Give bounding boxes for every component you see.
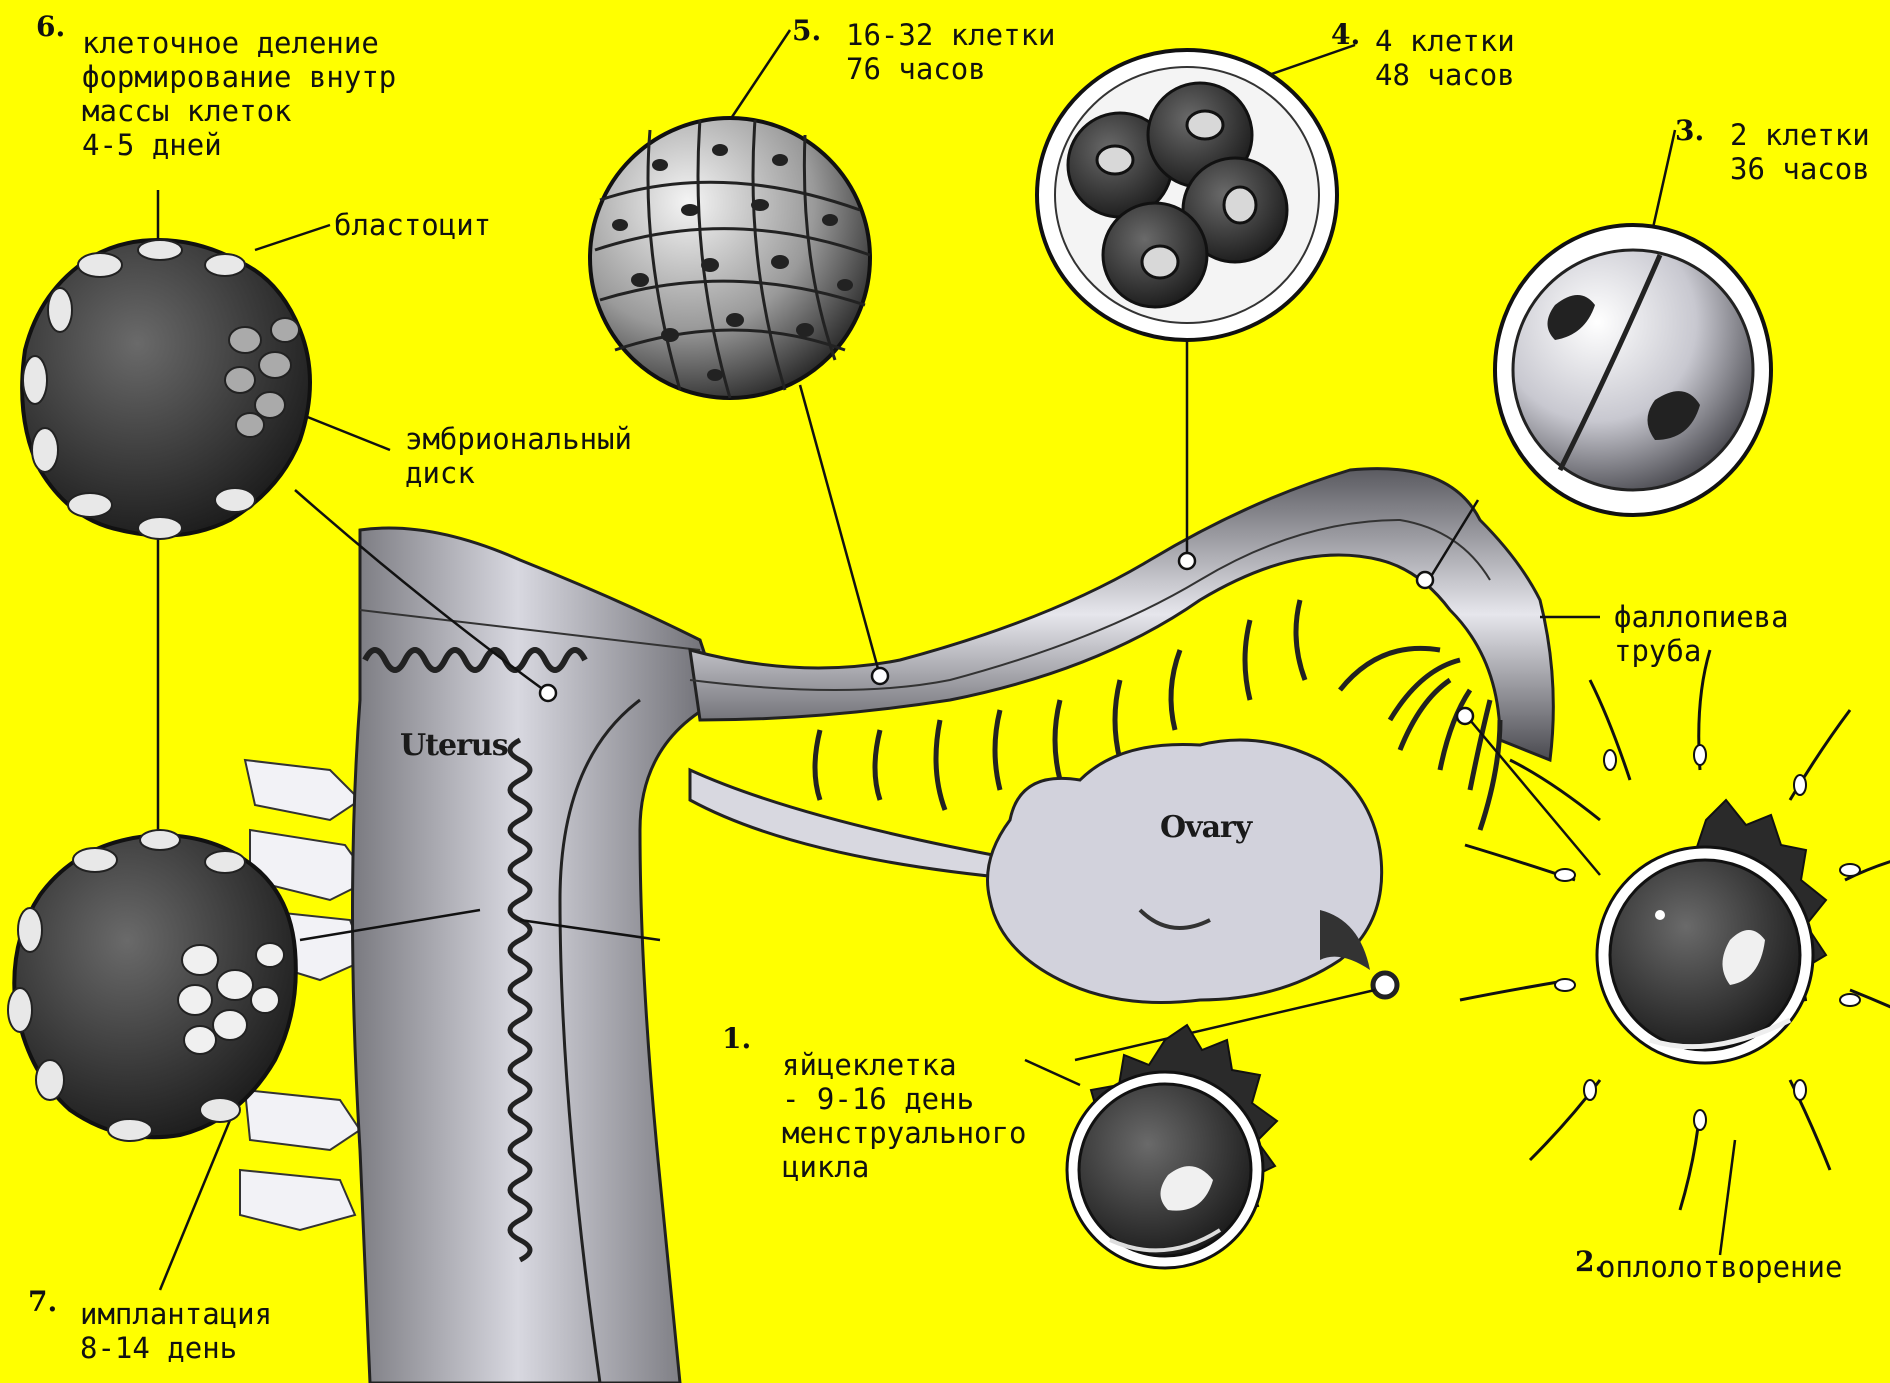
ovary-label: Ovary xyxy=(1160,810,1251,845)
stage7-number: 7. xyxy=(28,1285,57,1318)
ovary xyxy=(988,740,1382,1003)
morula-stage5 xyxy=(590,118,870,398)
stage3-number: 3. xyxy=(1675,114,1704,147)
stage4-number: 4. xyxy=(1331,18,1360,51)
stage2-label: оплолотворение xyxy=(1598,1250,1842,1284)
stage5-number: 5. xyxy=(792,14,821,47)
egg-stage1 xyxy=(1067,1025,1277,1268)
stage1-number: 1. xyxy=(722,1022,751,1055)
uterus-label: Uterus xyxy=(400,728,508,763)
two-cell-stage3 xyxy=(1495,225,1771,515)
blastocyte-label: бластоцит xyxy=(334,208,491,242)
stage6-number: 6. xyxy=(36,10,65,43)
four-cell-stage4 xyxy=(1037,50,1337,340)
uterus-illustration xyxy=(240,469,1553,1383)
blastocyst-stage6 xyxy=(22,240,310,539)
fallopian-tube xyxy=(690,469,1553,760)
ovarian-ligament xyxy=(690,770,1030,880)
released-egg xyxy=(1373,973,1397,997)
